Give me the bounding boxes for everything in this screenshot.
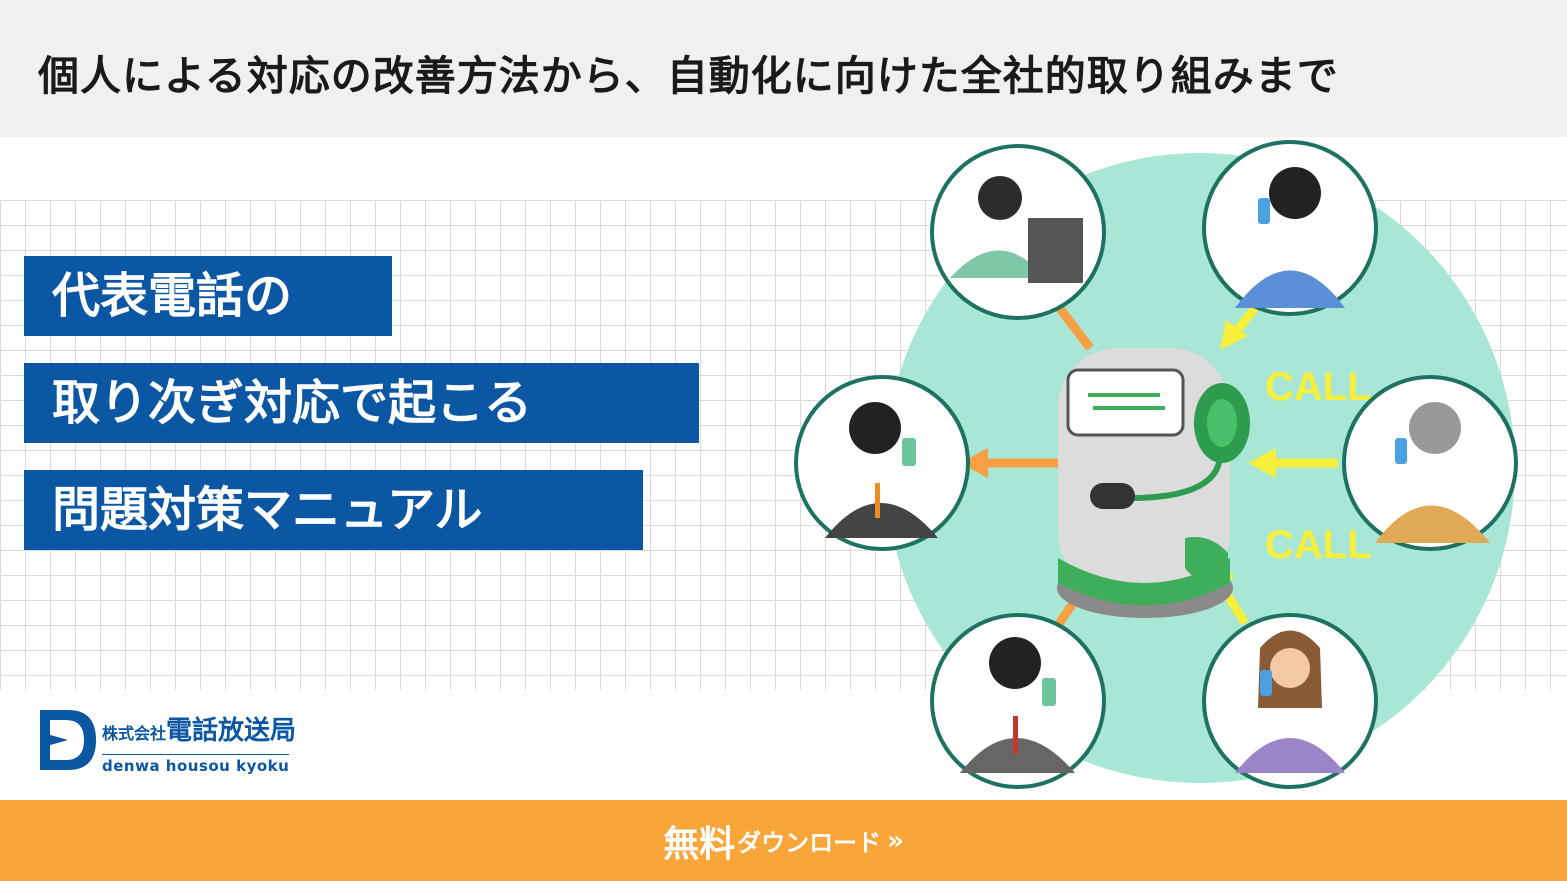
call-label-1: CALL — [1265, 365, 1372, 409]
caller-avatar-woman — [1202, 613, 1378, 789]
caller-avatar-elderly — [1342, 375, 1518, 551]
free-download-button[interactable]: 無料 ダウンロード » — [0, 800, 1567, 881]
company-logo: 株式会社電話放送局 denwa housou kyoku — [38, 706, 308, 776]
cta-sub-label: ダウンロード — [737, 829, 882, 857]
title-line-3: 問題対策マニュアル — [24, 470, 643, 550]
staff-avatar-bottom — [930, 613, 1106, 789]
logo-company-name: 株式会社電話放送局 — [102, 716, 297, 746]
title-line-1: 代表電話の — [24, 256, 392, 336]
call-label-2: CALL — [1265, 523, 1372, 567]
double-chevron-right-icon: » — [887, 825, 904, 856]
title-line-2: 取り次ぎ対応で起こる — [24, 363, 699, 443]
robot-icon — [1057, 348, 1250, 618]
operator-avatar — [930, 144, 1106, 320]
staff-avatar-left — [794, 375, 970, 551]
robot-call-illustration: CALL CALL — [794, 140, 1518, 789]
yellow-arrow-right — [1248, 448, 1338, 478]
caller-avatar-blue — [1202, 140, 1378, 316]
logo-romaji: denwa housou kyoku — [102, 754, 290, 775]
orange-arrow-left — [960, 448, 1062, 478]
logo-mark-icon — [40, 710, 96, 770]
cta-main-label: 無料 — [663, 823, 736, 865]
yellow-arrow-top-right — [1220, 305, 1259, 350]
header-subtitle: 個人による対応の改善方法から、自動化に向けた全社的取り組みまで — [38, 52, 1339, 100]
header-band: 個人による対応の改善方法から、自動化に向けた全社的取り組みまで — [0, 0, 1567, 137]
